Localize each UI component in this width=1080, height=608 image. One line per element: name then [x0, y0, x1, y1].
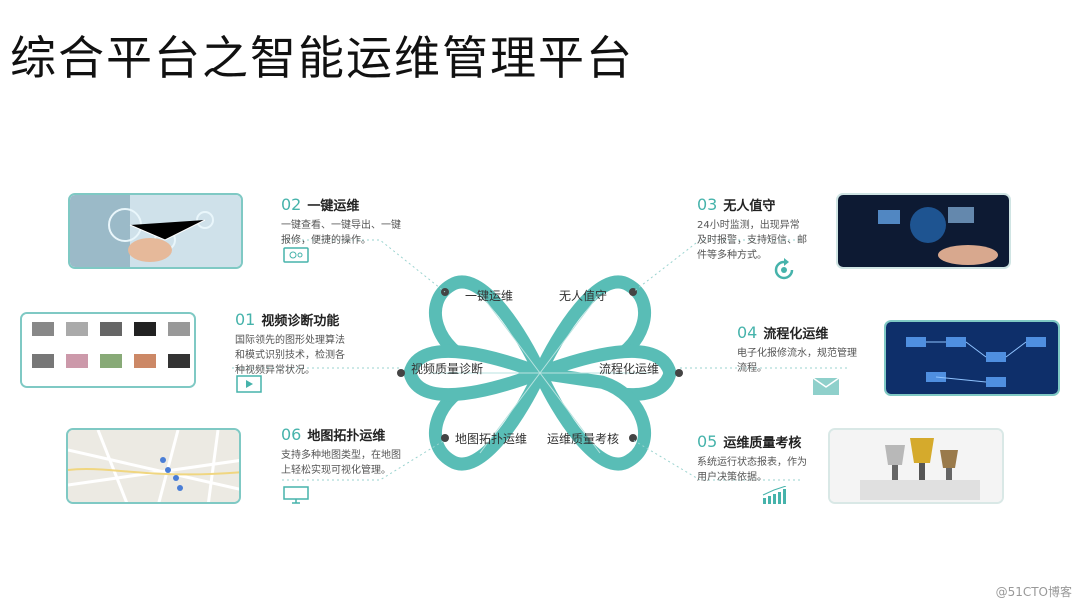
feature-03: 03 无人值守 24小时监测，出现异常及时报警，支持短信、邮件等多种方式。 — [697, 195, 862, 263]
feature-number: 03 — [697, 195, 718, 214]
digital-network-image — [836, 193, 1011, 269]
feature-desc: 国际领先的图形处理算法和模式识别技术，检测各种视频异常状况。 — [235, 335, 345, 376]
feature-title: 运维质量考核 — [723, 436, 802, 451]
feature-title: 无人值守 — [723, 199, 776, 214]
refresh-icon — [774, 258, 794, 280]
feature-number: 06 — [281, 425, 302, 444]
feature-desc: 24小时监测，出现异常及时报警，支持短信、邮件等多种方式。 — [697, 220, 807, 261]
feature-number: 05 — [697, 432, 718, 451]
flower-diagram: 一键运维 无人值守 流程化运维 运维质量考核 地图拓扑运维 视频质量诊断 — [397, 275, 683, 471]
play-icon — [236, 375, 262, 393]
feature-title: 一键运维 — [307, 199, 360, 214]
feature-desc: 电子化报修流水，规范管理流程。 — [737, 348, 857, 374]
feature-number: 02 — [281, 195, 302, 214]
feature-05: 05 运维质量考核 系统运行状态报表，作为用户决策依据。 — [697, 432, 862, 485]
petal-label-bottom-left: 地图拓扑运维 — [455, 432, 527, 446]
feature-06: 06 地图拓扑运维 支持多种地图类型，在地图上轻松实现可视化管理。 — [281, 425, 446, 478]
feature-number: 04 — [737, 323, 758, 342]
feature-number: 01 — [235, 310, 256, 329]
video-diagnosis-image — [20, 312, 196, 388]
petal-label-top-right: 无人值守 — [559, 288, 607, 303]
feature-title: 视频诊断功能 — [261, 314, 340, 329]
feature-desc: 支持多种地图类型，在地图上轻松实现可视化管理。 — [281, 450, 401, 476]
petal-label-right: 流程化运维 — [599, 361, 659, 376]
feature-01: 01 视频诊断功能 国际领先的图形处理算法和模式识别技术，检测各种视频异常状况。 — [235, 310, 400, 378]
flow-process-image — [884, 320, 1060, 396]
tech-hand-image — [68, 193, 243, 269]
screen-icon — [283, 486, 309, 504]
trophy-image — [828, 428, 1004, 504]
mail-icon — [813, 378, 839, 395]
feature-desc: 系统运行状态报表，作为用户决策依据。 — [697, 457, 807, 483]
map-topology-image — [66, 428, 241, 504]
petal-label-left: 视频质量诊断 — [411, 361, 483, 376]
feature-02: 02 一键运维 一键查看、一键导出、一键报修，便捷的操作。 — [281, 195, 446, 248]
petal-bottom-right — [529, 364, 651, 471]
monitor-icon — [283, 247, 309, 263]
feature-desc: 一键查看、一键导出、一键报修，便捷的操作。 — [281, 220, 401, 246]
feature-title: 地图拓扑运维 — [307, 429, 386, 444]
page-title: 综合平台之智能运维管理平台 — [10, 31, 634, 85]
petal-label-top-left: 一键运维 — [465, 289, 513, 303]
watermark: @51CTO博客 — [995, 585, 1072, 599]
petal-label-bottom-right: 运维质量考核 — [547, 432, 619, 446]
feature-title: 流程化运维 — [763, 327, 829, 342]
bar-chart-icon — [762, 486, 787, 504]
feature-04: 04 流程化运维 电子化报修流水，规范管理流程。 — [737, 323, 902, 376]
